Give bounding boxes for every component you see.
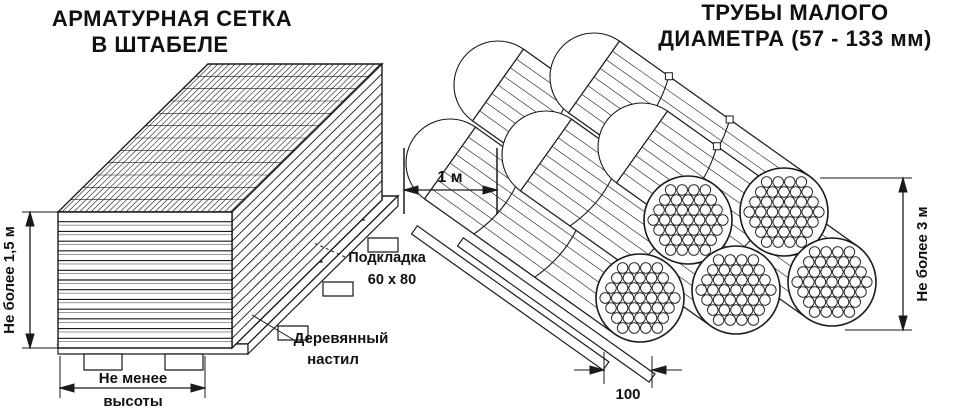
pipe-bundle-stack (405, 32, 877, 343)
deck-label-line2: настил (307, 351, 359, 368)
right-title-line1: ТРУБЫ МАЛОГО (701, 0, 888, 25)
arrow-right-icon (482, 185, 499, 195)
left-title-line2: В ШТАБЕЛЕ (91, 32, 228, 57)
arrow-up-icon (898, 176, 908, 193)
arrow-left-icon (58, 383, 75, 393)
dimension-lines (22, 148, 912, 398)
left-width-dim-label-1: Не менее (99, 370, 168, 387)
pipe-support-rails (410, 224, 656, 383)
right-title-line2: ДИАМЕТРА (57 - 133 мм) (658, 26, 932, 51)
arrow-right-icon (589, 365, 606, 375)
gap-dim-label: 1 м (437, 169, 462, 186)
arrow-right-icon (190, 383, 207, 393)
arrow-down-icon (898, 315, 908, 332)
arrow-left-icon (402, 185, 419, 195)
arrow-down-icon (25, 333, 35, 350)
deck-leader-line (251, 314, 295, 341)
arrow-left-icon (650, 365, 667, 375)
pad-label-line1: Подкладка (348, 250, 426, 266)
deck-label-line1: Деревянный (294, 330, 389, 347)
left-height-dim-label: Не более 1,5 м (1, 226, 18, 334)
rail-spacing-dim-label: 100 (615, 386, 640, 403)
rebar-mesh-stack (56, 62, 384, 350)
pad-label-line2: 60 x 80 (368, 272, 416, 288)
right-height-dim-label: Не более 3 м (914, 206, 931, 301)
arrow-up-icon (25, 210, 35, 227)
left-width-dim-label-2: высоты (103, 393, 162, 410)
left-title-line1: АРМАТУРНАЯ СЕТКА (52, 6, 292, 31)
